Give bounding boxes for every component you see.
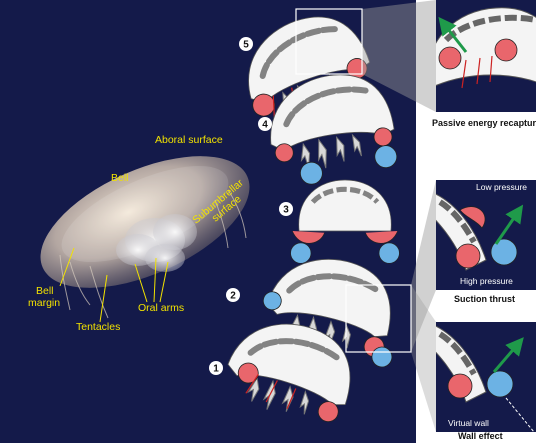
- label-aboral-surface: Aboral surface: [155, 134, 223, 146]
- stage-3-jellyfish: [290, 179, 400, 264]
- stage-number-badges: 5 4 3 2 1: [209, 37, 293, 375]
- jellyfish-photo: [40, 156, 250, 319]
- label-oral-arms: Oral arms: [138, 302, 184, 314]
- stage-number-2: 2: [230, 291, 236, 302]
- virtual-wall-line: [505, 397, 535, 433]
- stage-number-1: 1: [213, 364, 219, 375]
- stage-badge-4: 4: [258, 117, 272, 131]
- stage-number-5: 5: [243, 40, 249, 51]
- inset-suction-thrust: Low pressure High pressure: [436, 180, 536, 290]
- label-high-pressure: High pressure: [460, 276, 513, 286]
- stage-badge-5: 5: [239, 37, 253, 51]
- stage-number-4: 4: [262, 120, 268, 131]
- stage-badge-1: 1: [209, 361, 223, 375]
- label-virtual-wall: Virtual wall: [448, 418, 489, 428]
- photo-leader-lines: [59, 247, 169, 323]
- label-tentacles: Tentacles: [76, 321, 120, 333]
- stage-1-jellyfish: [218, 307, 364, 432]
- label-bell-margin: Bell margin: [28, 285, 60, 309]
- caption-suction-thrust: Suction thrust: [454, 294, 515, 304]
- bell-margin-line-2: margin: [28, 297, 60, 309]
- stage-4-jellyfish: [263, 68, 400, 185]
- label-low-pressure: Low pressure: [476, 182, 527, 192]
- label-bell: Bell: [111, 172, 129, 184]
- caption-wall-effect: Wall effect: [458, 431, 503, 441]
- caption-passive-energy: Passive energy recapture: [432, 118, 536, 128]
- stage-badge-2: 2: [226, 288, 240, 302]
- inset-passive-energy: [436, 0, 536, 112]
- stage-badge-3: 3: [279, 202, 293, 216]
- inset-wall-effect: Virtual wall: [436, 322, 536, 433]
- zoom-connectors: [295, 0, 436, 432]
- stage-number-3: 3: [283, 205, 289, 216]
- bell-margin-line-1: Bell: [36, 285, 54, 297]
